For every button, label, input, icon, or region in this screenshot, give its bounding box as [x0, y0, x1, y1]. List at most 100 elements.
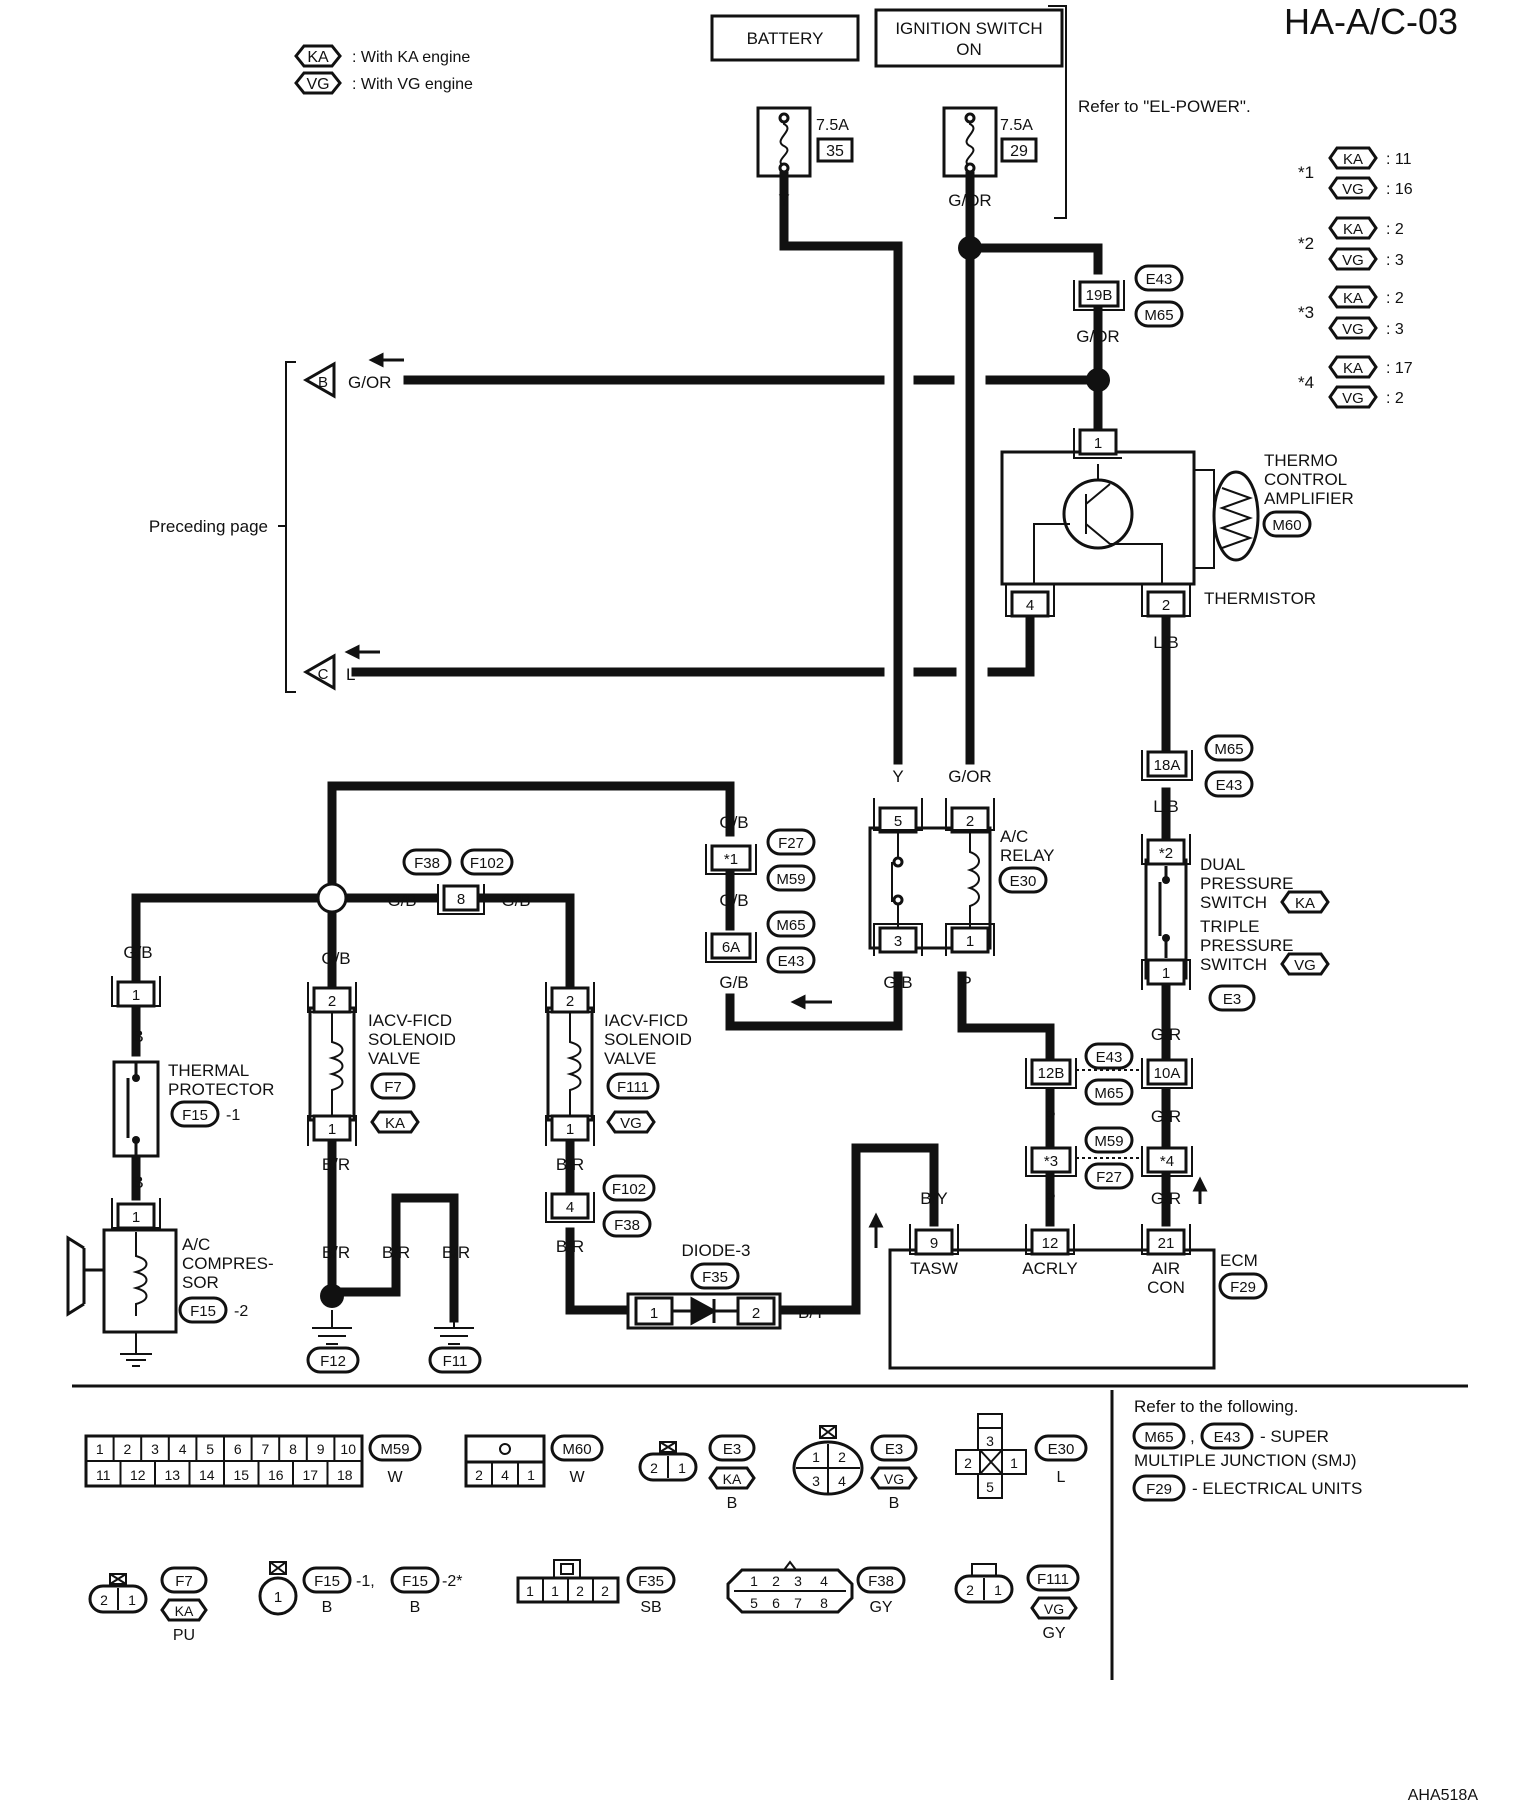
svg-text:B/R: B/R [556, 1155, 584, 1174]
connector-view-f15: 1 F15 -1, F15 -2* B B [258, 1561, 462, 1616]
ac-relay: 5 2 3 1 A/C RELAY E30 [868, 798, 1055, 956]
svg-text:KA: KA [1343, 221, 1363, 238]
svg-text:B/R: B/R [322, 1243, 350, 1262]
thermal-protector: 1 THERMAL PROTECTOR F15 -1 [111, 976, 274, 1158]
svg-text:A/C: A/C [1000, 827, 1028, 846]
svg-text:12B: 12B [1038, 1065, 1065, 1082]
connector-18a: 18A M65 E43 [1141, 734, 1254, 798]
svg-text:THERMO: THERMO [1264, 451, 1338, 470]
svg-text:3: 3 [812, 1473, 820, 1489]
connector-19b: 19B E43 M65 [1073, 264, 1184, 328]
m59-pin-label: 11 [96, 1467, 111, 1483]
fuse-29: 7.5A 29 [942, 106, 1038, 178]
pressure-switch: *2 1 DUAL PRESSURE SWITCH KA TRIPLE PRES… [1141, 834, 1330, 1012]
svg-text:3: 3 [794, 1573, 802, 1589]
svg-text:VG: VG [1294, 957, 1316, 974]
m59-pin-label: 4 [179, 1441, 187, 1457]
svg-text:PROTECTOR: PROTECTOR [168, 1080, 274, 1099]
svg-text:: 11: : 11 [1386, 151, 1412, 168]
connector-view-f35: 1 1 2 2 F35 SB [516, 1559, 676, 1616]
svg-text:M60: M60 [1272, 517, 1301, 534]
svg-text:VG: VG [1342, 252, 1364, 269]
svg-text:: 3: : 3 [1386, 321, 1404, 338]
fuse-35: 7.5A 35 [756, 106, 854, 178]
svg-text:5: 5 [750, 1595, 758, 1611]
svg-text:B: B [410, 1599, 421, 1616]
svg-text:6A: 6A [722, 939, 740, 956]
svg-text:1: 1 [994, 1582, 1002, 1598]
svg-text:2: 2 [772, 1573, 780, 1589]
svg-text:KA: KA [1295, 895, 1315, 912]
svg-text:F15: F15 [190, 1303, 216, 1320]
svg-text:-1,: -1, [356, 1573, 375, 1590]
svg-text:*2: *2 [1159, 845, 1173, 862]
svg-text:G/B: G/B [883, 973, 912, 992]
m59-pin-label: 6 [234, 1441, 242, 1457]
svg-text:F15: F15 [402, 1573, 428, 1590]
svg-text:VG: VG [1044, 1601, 1064, 1617]
svg-text:PRESSURE: PRESSURE [1200, 936, 1294, 955]
svg-text:F15: F15 [314, 1573, 340, 1590]
svg-text:: 2: : 2 [1386, 221, 1404, 238]
svg-text:3: 3 [986, 1433, 994, 1449]
svg-text:B: B [322, 1599, 333, 1616]
svg-text:KA: KA [385, 1115, 405, 1132]
svg-text:: 17: : 17 [1386, 360, 1413, 377]
ground-f11: F11 [428, 1318, 482, 1374]
svg-text:1: 1 [328, 1121, 336, 1138]
svg-text:F111: F111 [1037, 1571, 1069, 1588]
svg-text:7.5A: 7.5A [816, 117, 849, 134]
connector-view-f38: 1 2 3 4 5 6 7 8 F38 GY [726, 1560, 906, 1616]
svg-text:B: B [727, 1495, 738, 1512]
svg-text:M65: M65 [1094, 1085, 1123, 1102]
svg-text:6: 6 [772, 1595, 780, 1611]
svg-text:2: 2 [328, 993, 336, 1010]
svg-text:W: W [387, 1469, 403, 1486]
splice-dot [1086, 368, 1110, 392]
svg-text:1: 1 [527, 1467, 535, 1483]
refer-el-power: Refer to "EL-POWER". [1078, 97, 1251, 116]
svg-text:IGNITION SWITCH: IGNITION SWITCH [895, 19, 1042, 38]
svg-text:F15: F15 [182, 1107, 208, 1124]
iacv-ficd-valve-f111: 2 1 IACV-FICD SOLENOID VALVE F111 VG [545, 982, 692, 1146]
splice-dot [320, 1284, 344, 1308]
svg-text:1: 1 [678, 1460, 686, 1476]
svg-text:2: 2 [100, 1592, 108, 1608]
svg-text:F27: F27 [778, 835, 804, 852]
svg-text:F35: F35 [638, 1573, 664, 1590]
wires [131, 171, 1171, 1323]
svg-text:*2: *2 [1298, 234, 1314, 253]
svg-text:B: B [132, 1027, 143, 1046]
svg-text:2: 2 [475, 1467, 483, 1483]
svg-text:1: 1 [132, 987, 140, 1004]
refer-box: Refer to the following. M65 , E43 - SUPE… [1132, 1397, 1362, 1502]
svg-text:G/OR: G/OR [1076, 327, 1119, 346]
connector-view-m60: 2 4 1 M60 W [464, 1434, 604, 1488]
wire-labels: Y G/OR G/OR G/OR L L L/B L/B Y G/OR G/B … [123, 191, 1181, 1322]
el-power-bracket [1048, 5, 1067, 219]
svg-text:2: 2 [966, 813, 974, 830]
svg-text:E30: E30 [1048, 1441, 1075, 1458]
star-notes: *1 KA : 11 VG : 16 *2 KA : 2 VG : 3 *3 K… [1298, 146, 1413, 409]
svg-text:1: 1 [812, 1449, 820, 1465]
m59-pin-label: 14 [199, 1467, 215, 1483]
svg-text:L: L [346, 665, 355, 684]
svg-text:5: 5 [894, 813, 902, 830]
svg-text:KA: KA [1343, 360, 1363, 377]
svg-text:12: 12 [1042, 1235, 1059, 1252]
ground-f12: F12 [306, 1310, 360, 1374]
svg-text:F7: F7 [384, 1079, 402, 1096]
svg-text:E43: E43 [1216, 777, 1243, 794]
m59-pin-label: 2 [124, 1441, 132, 1457]
svg-text:Y: Y [778, 191, 789, 210]
svg-text:M59: M59 [1094, 1133, 1123, 1150]
svg-text:1: 1 [551, 1583, 559, 1599]
svg-text:AMPLIFIER: AMPLIFIER [1264, 489, 1354, 508]
svg-text:-2*: -2* [442, 1573, 462, 1590]
connector-view-f111: 2 1 F111 VG GY [954, 1563, 1080, 1642]
svg-text:-2: -2 [234, 1303, 248, 1320]
svg-text:SWITCH: SWITCH [1200, 893, 1267, 912]
svg-text:MULTIPLE JUNCTION (SMJ): MULTIPLE JUNCTION (SMJ) [1134, 1451, 1357, 1470]
legend-vg: VG : With VG engine [294, 71, 473, 95]
